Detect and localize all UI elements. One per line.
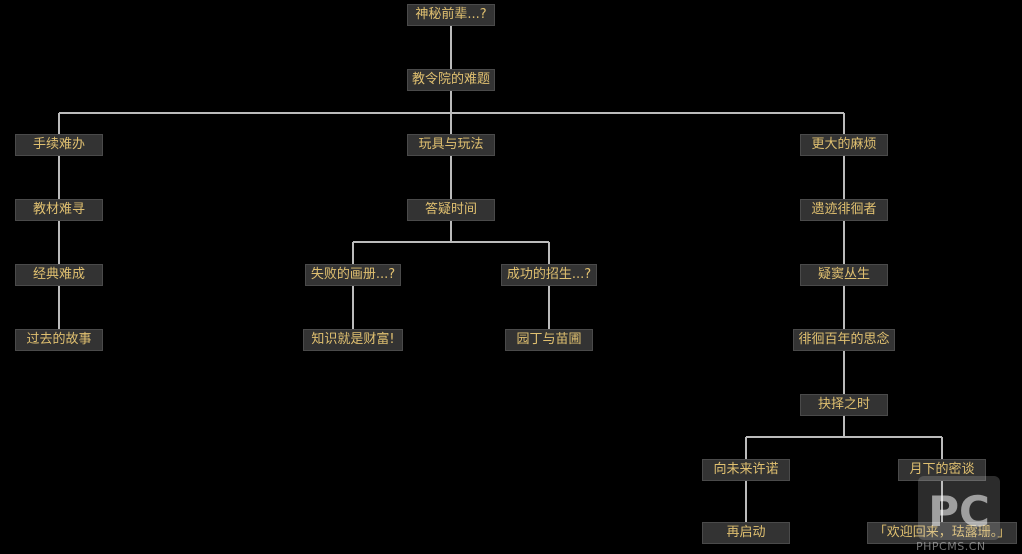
node-right-3[interactable]: 徘徊百年的思念 <box>793 329 895 351</box>
node-right-left-leaf[interactable]: 再启动 <box>702 522 790 544</box>
node-middle-1[interactable]: 答疑时间 <box>407 199 495 221</box>
node-left-2[interactable]: 经典难成 <box>15 264 103 286</box>
node-left-head[interactable]: 手续难办 <box>15 134 103 156</box>
node-middle-split-left[interactable]: 失败的画册...? <box>305 264 401 286</box>
node-right-2[interactable]: 疑窦丛生 <box>800 264 888 286</box>
node-root[interactable]: 神秘前辈...? <box>407 4 495 26</box>
node-right-split-right[interactable]: 月下的密谈 <box>898 459 986 481</box>
node-middle-head[interactable]: 玩具与玩法 <box>407 134 495 156</box>
node-right-right-leaf[interactable]: 「欢迎回来，珐露珊。」 <box>867 522 1017 544</box>
node-middle-right-leaf[interactable]: 园丁与苗圃 <box>505 329 593 351</box>
node-left-1[interactable]: 教材难寻 <box>15 199 103 221</box>
node-right-1[interactable]: 遗迹徘徊者 <box>800 199 888 221</box>
node-right-4[interactable]: 抉择之时 <box>800 394 888 416</box>
node-middle-left-leaf[interactable]: 知识就是财富! <box>303 329 403 351</box>
node-level1[interactable]: 教令院的难题 <box>407 69 495 91</box>
node-left-3[interactable]: 过去的故事 <box>15 329 103 351</box>
node-right-head[interactable]: 更大的麻烦 <box>800 134 888 156</box>
node-middle-split-right[interactable]: 成功的招生...? <box>501 264 597 286</box>
node-right-split-left[interactable]: 向未来许诺 <box>702 459 790 481</box>
